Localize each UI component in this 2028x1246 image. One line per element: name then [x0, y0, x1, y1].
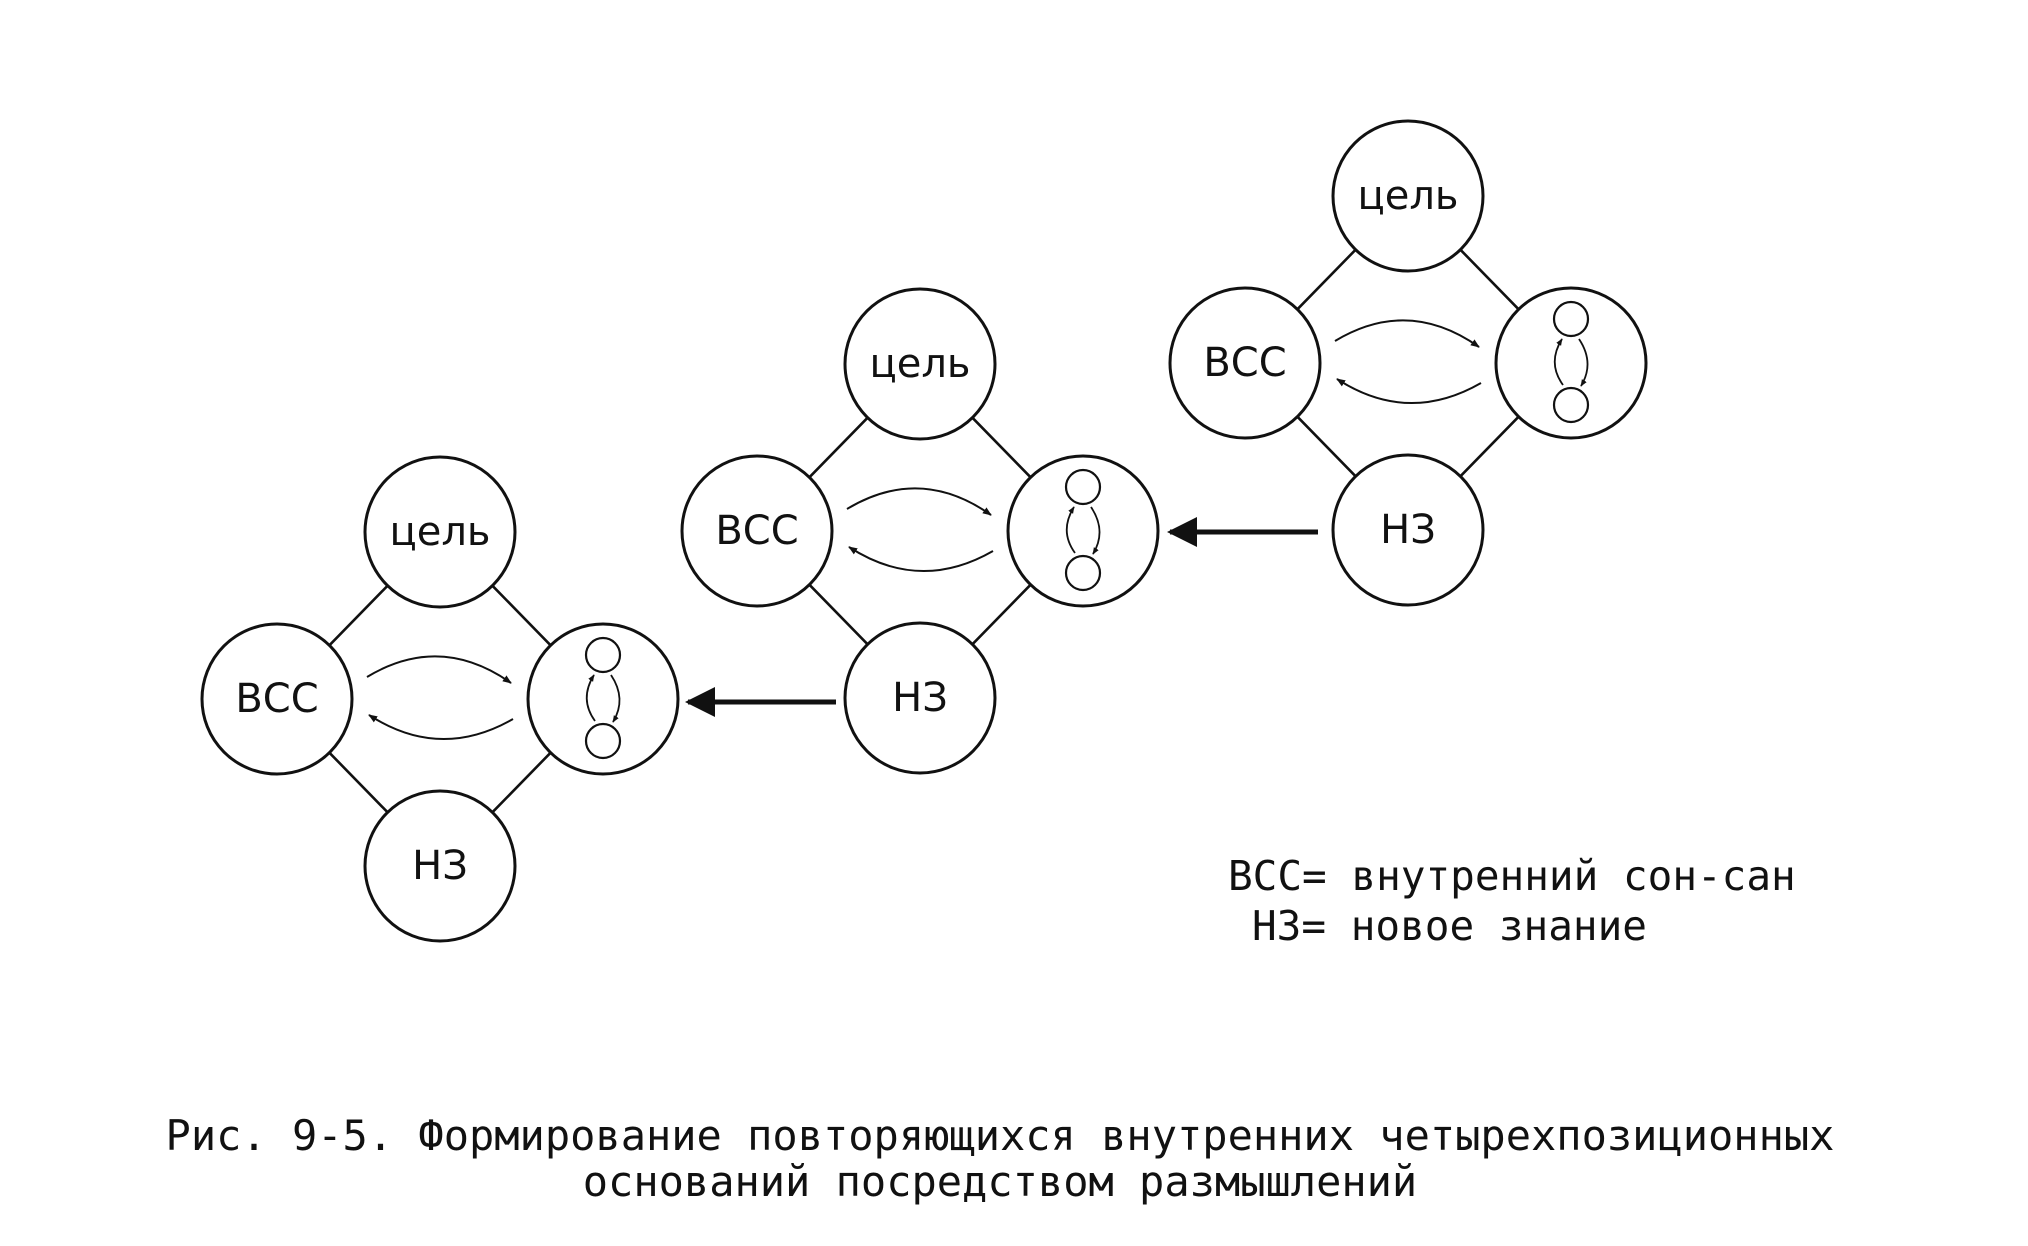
connector-top-left [1296, 248, 1357, 311]
connector-top-right [491, 584, 552, 647]
legend-vss: ВСС= внутренний сон-сан [1228, 852, 1796, 900]
goal-node [1331, 119, 1485, 273]
figure-caption-line1: Рис. 9-5. Формирование повторяющихся вну… [166, 1111, 1835, 1160]
goal-label: цель [390, 509, 491, 555]
figure-caption-line2: оснований посредством размышлений [583, 1157, 1417, 1206]
connector-left-bottom [808, 583, 869, 646]
exchange-arrow-backward [848, 546, 994, 573]
inner-circle-bottom [1064, 554, 1102, 592]
exchange-arrow-forward [846, 487, 992, 516]
nz-node [363, 789, 517, 943]
inner-cycle-arrow-down [1090, 506, 1101, 555]
inner-cycle-arrow-up [1065, 506, 1076, 554]
vss-node [1168, 286, 1322, 440]
legend-nz: НЗ= новое знание [1252, 902, 1647, 950]
inner-circle-bottom [1552, 386, 1590, 424]
nz-label: НЗ [412, 843, 468, 889]
goal-label: цель [1358, 173, 1459, 219]
goal-node [363, 455, 517, 609]
inner-circle-top [1064, 468, 1102, 506]
exchange-arrow-forward [1334, 319, 1480, 348]
vss-label: ВСС [1203, 340, 1286, 386]
connector-left-bottom [328, 751, 389, 814]
connector-top-left [808, 416, 869, 479]
inner-cycle-arrow-down [1578, 338, 1589, 387]
goal-node [843, 287, 997, 441]
vss-node [200, 622, 354, 776]
nz-node [843, 621, 997, 775]
cycle-node [1006, 454, 1160, 608]
connector-right-bottom [491, 751, 552, 814]
cycle-node [526, 622, 680, 776]
inner-cycle-arrow-up [1553, 338, 1564, 386]
goal-label: цель [870, 341, 971, 387]
inner-circle-top [584, 636, 622, 674]
connector-top-right [1459, 248, 1520, 311]
nz-label: НЗ [1380, 507, 1436, 553]
connector-right-bottom [971, 583, 1032, 646]
exchange-arrow-forward [366, 655, 512, 684]
inner-circle-top [1552, 300, 1590, 338]
nz-label: НЗ [892, 675, 948, 721]
cycle-node [1494, 286, 1648, 440]
inner-cycle-arrow-down [610, 674, 621, 723]
vss-node [680, 454, 834, 608]
inner-cycle-arrow-up [585, 674, 596, 722]
connector-left-bottom [1296, 415, 1357, 478]
exchange-arrow-backward [1336, 378, 1482, 405]
inner-circle-bottom [584, 722, 622, 760]
exchange-arrow-backward [368, 714, 514, 741]
nz-node [1331, 453, 1485, 607]
vss-label: ВСС [235, 676, 318, 722]
connector-top-right [971, 416, 1032, 479]
connector-top-left [328, 584, 389, 647]
connector-right-bottom [1459, 415, 1520, 478]
vss-label: ВСС [715, 508, 798, 554]
